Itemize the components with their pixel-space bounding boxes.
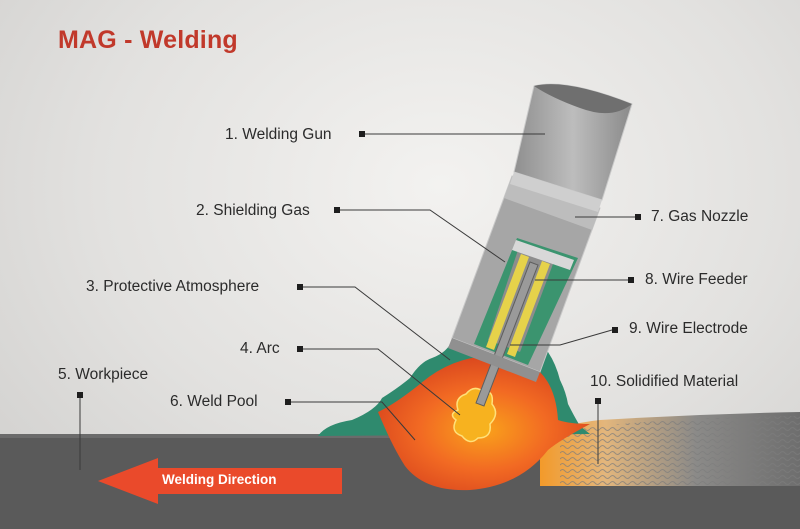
welding-direction-label: Welding Direction (162, 472, 277, 487)
marker-wire-feeder (628, 277, 634, 283)
label-workpiece: 5. Workpiece (58, 366, 149, 383)
solidified-material-bead (540, 412, 800, 486)
leader-markers (77, 131, 641, 405)
marker-weld-pool (285, 399, 291, 405)
label-gas-nozzle: 7. Gas Nozzle (651, 208, 749, 225)
marker-wire-electrode (612, 327, 618, 333)
label-arc: 4. Arc (240, 340, 280, 357)
marker-arc (297, 346, 303, 352)
label-solidified-material: 10. Solidified Material (590, 373, 739, 390)
leader-arc (303, 348, 461, 416)
marker-protective-atmosphere (297, 284, 303, 290)
label-wire-feeder: 8. Wire Feeder (645, 271, 748, 288)
torch-assembly (448, 175, 601, 407)
marker-workpiece (77, 392, 83, 398)
marker-gas-nozzle (635, 214, 641, 220)
welding-direction-arrow (98, 458, 342, 504)
label-welding-gun: 1. Welding Gun (225, 126, 332, 143)
diagram-title: MAG - Welding (58, 26, 238, 54)
label-protective-atmosphere: 3. Protective Atmosphere (86, 278, 260, 295)
leader-wire-electrode (510, 329, 613, 346)
label-shielding-gas: 2. Shielding Gas (196, 202, 310, 219)
welding-gun-body (510, 83, 633, 212)
leader-lines (79, 133, 635, 470)
leader-shielding-gas (340, 209, 506, 263)
label-weld-pool: 6. Weld Pool (170, 393, 258, 410)
leader-protective-atmosphere (303, 286, 451, 361)
leader-weld-pool (291, 401, 416, 441)
marker-solidified-material (595, 398, 601, 404)
label-wire-electrode: 9. Wire Electrode (629, 320, 748, 337)
marker-welding-gun (359, 131, 365, 137)
marker-shielding-gas (334, 207, 340, 213)
